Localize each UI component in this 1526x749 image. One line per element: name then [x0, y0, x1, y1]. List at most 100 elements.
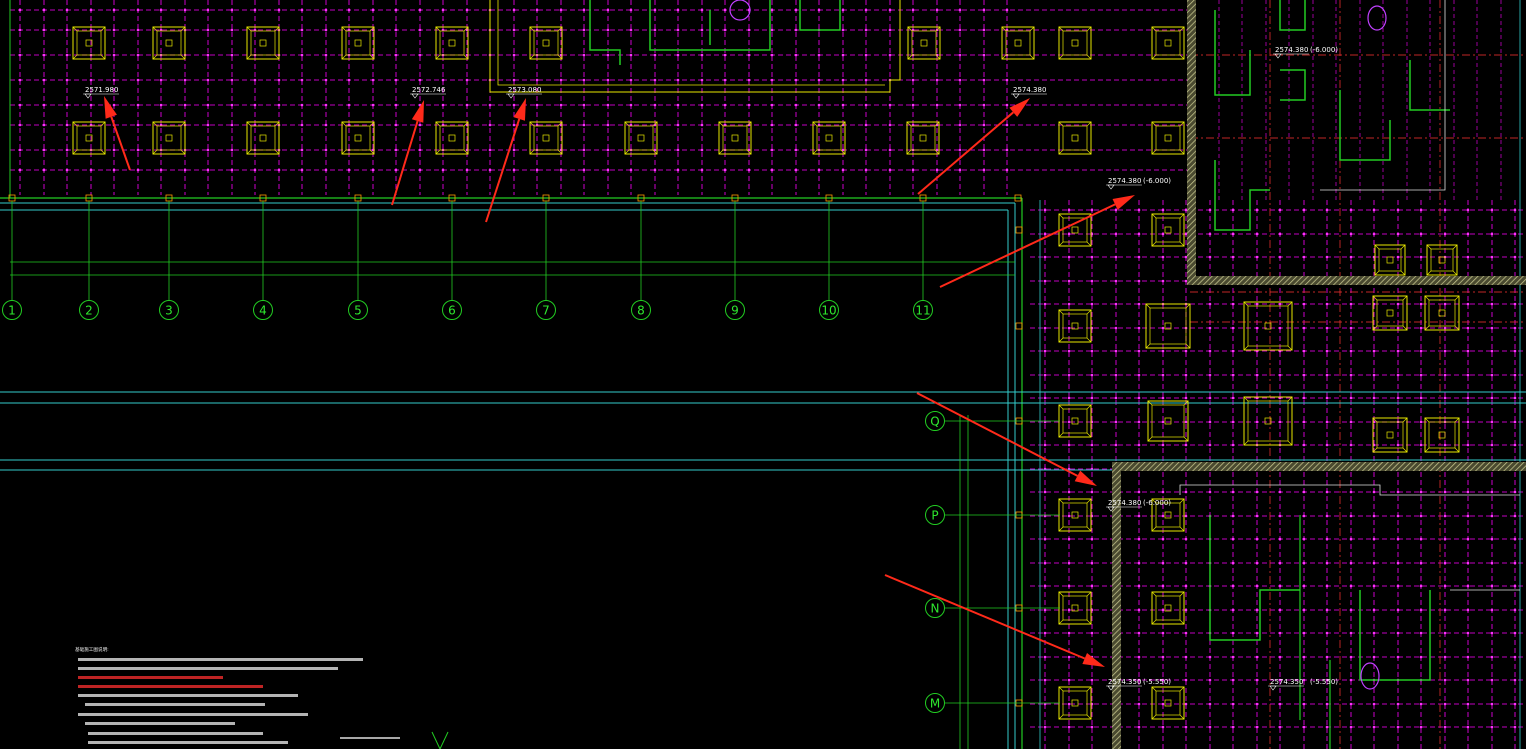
grid-dot — [324, 168, 328, 172]
room-wall — [589, 0, 621, 65]
grid-dot — [347, 103, 351, 107]
grid-dot — [841, 148, 845, 152]
grid-dot — [1490, 373, 1494, 377]
footing-outer — [624, 121, 658, 155]
grid-dot — [1231, 678, 1235, 682]
footing-chamfer — [180, 26, 186, 32]
grid-dot — [1372, 584, 1376, 588]
grid-dot — [535, 168, 539, 172]
grid-dot — [1137, 326, 1141, 330]
footing-chamfer — [1402, 295, 1408, 301]
grid-dot — [1372, 490, 1376, 494]
footing-chamfer — [1287, 301, 1293, 307]
manhole-symbol — [729, 0, 751, 21]
grid-dot — [1513, 655, 1517, 659]
grid-dot — [1231, 514, 1235, 518]
wall-hatch — [1112, 462, 1121, 749]
grid-dot — [371, 8, 375, 12]
grid-dot — [300, 28, 304, 32]
grid-dot — [1443, 349, 1447, 353]
footing — [1058, 26, 1092, 60]
footing-outer — [1147, 400, 1189, 442]
footing — [1372, 417, 1408, 453]
grid-dot — [1090, 302, 1094, 306]
grid-dot — [206, 53, 210, 57]
footing-inner — [1155, 217, 1181, 243]
footing-chamfer — [652, 149, 658, 155]
elev-9: 2574.380 — [1108, 499, 1141, 507]
grid-dot — [1325, 702, 1329, 706]
footing-core — [165, 134, 173, 142]
grid-dot — [1278, 584, 1282, 588]
grid-dot — [1349, 561, 1353, 565]
footing-chamfer — [1424, 447, 1430, 453]
footing-inner — [156, 125, 182, 151]
grid-dot — [1255, 420, 1259, 424]
grid-dot — [629, 168, 633, 172]
footing-outer — [435, 26, 469, 60]
grid-dot — [911, 168, 915, 172]
elevation-triangle — [1107, 184, 1115, 190]
footing-chamfer — [1372, 447, 1378, 453]
footing-chamfer — [369, 121, 375, 127]
grid-dot — [1208, 326, 1212, 330]
grid-dot — [112, 28, 116, 32]
grid-dot — [653, 8, 657, 12]
grid-dot — [1067, 702, 1071, 706]
grid-dot — [935, 168, 939, 172]
grid-dot — [676, 8, 680, 12]
arrow-shaft — [916, 392, 1078, 477]
footing-chamfer — [1400, 270, 1406, 276]
grid-dot — [888, 168, 892, 172]
grid-dot — [1302, 537, 1306, 541]
grid-dot — [1255, 255, 1259, 259]
footing-chamfer — [72, 54, 78, 60]
wall-hatch — [1187, 0, 1196, 285]
grid-dot — [394, 168, 398, 172]
footing-inner — [1247, 400, 1289, 442]
notes-text-line — [88, 732, 263, 735]
grid-dot — [1466, 349, 1470, 353]
grid-dot — [183, 103, 187, 107]
grid-dot — [1137, 514, 1141, 518]
grid-dot — [1349, 208, 1353, 212]
grid-dot — [747, 148, 751, 152]
elev-3: 2573.080 — [508, 86, 541, 94]
grid-dot — [18, 168, 22, 172]
grid-dot — [277, 103, 281, 107]
grid-dot — [747, 168, 751, 172]
grid-dot — [1349, 326, 1353, 330]
grid-dot — [1513, 443, 1517, 447]
footing — [1243, 301, 1293, 351]
grid-dot — [1325, 208, 1329, 212]
footing-chamfer — [1029, 26, 1035, 32]
footing-core — [1386, 256, 1394, 264]
elevation-triangle — [411, 93, 419, 99]
grid-dot — [512, 103, 516, 107]
footing-chamfer — [1151, 121, 1157, 127]
grid-dot — [1231, 608, 1235, 612]
elev-14: (-5.550) — [1310, 678, 1338, 686]
grid-dot — [1325, 326, 1329, 330]
grid-dot — [958, 28, 962, 32]
footing-chamfer — [1058, 686, 1064, 692]
footing-chamfer — [246, 149, 252, 155]
footing-chamfer — [1179, 591, 1185, 597]
grid-dot — [465, 168, 469, 172]
grid-dot — [1349, 396, 1353, 400]
grid-dot — [1466, 514, 1470, 518]
grid-dot — [300, 78, 304, 82]
footing-chamfer — [1372, 295, 1378, 301]
grid-dot — [1067, 678, 1071, 682]
axis-bubble — [725, 300, 745, 320]
grid-dot — [1325, 420, 1329, 424]
grid-dot — [1161, 349, 1165, 353]
grid-dot — [1466, 490, 1470, 494]
footing-chamfer — [1243, 440, 1249, 446]
grid-dot — [1114, 208, 1118, 212]
grid-dot — [1255, 702, 1259, 706]
footing-outer — [1424, 295, 1460, 331]
grid-dot — [582, 28, 586, 32]
grid-dot — [1325, 561, 1329, 565]
